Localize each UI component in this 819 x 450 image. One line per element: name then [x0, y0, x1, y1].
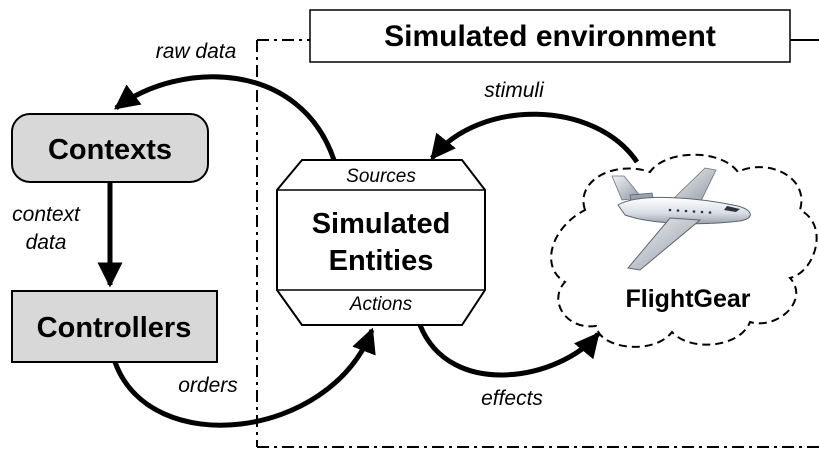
context-data-label-line1: context: [12, 203, 81, 226]
contexts-node: Contexts: [11, 113, 209, 183]
environment-title: Simulated environment: [384, 20, 716, 53]
context-data-label-line2: data: [26, 231, 67, 254]
effects-arrow: [417, 324, 600, 378]
controllers-node: Controllers: [11, 290, 218, 363]
stimuli-label: stimuli: [484, 79, 545, 102]
entities-label-line1: Simulated: [312, 208, 451, 240]
environment-title-box: Simulated environment: [309, 9, 791, 63]
jet-aircraft-icon: [611, 167, 751, 271]
contexts-label: Contexts: [48, 134, 172, 166]
orders-label: orders: [178, 374, 238, 397]
flightgear-cloud: FlightGear: [550, 153, 818, 348]
orders-arrow: [112, 327, 376, 428]
stimuli-arrow: [430, 111, 640, 164]
effects-label: effects: [481, 387, 543, 410]
raw-data-label: raw data: [156, 40, 237, 63]
actions-label: Actions: [349, 294, 413, 315]
flightgear-label: FlightGear: [625, 285, 750, 313]
environment-boundary: [256, 39, 819, 448]
raw-data-arrow: [113, 74, 337, 161]
entities-label-line2: Entities: [329, 245, 434, 277]
sources-label: Sources: [346, 166, 416, 187]
controllers-label: Controllers: [37, 312, 192, 344]
simulated-entities-node: Sources Simulated Entities Actions: [276, 159, 486, 326]
